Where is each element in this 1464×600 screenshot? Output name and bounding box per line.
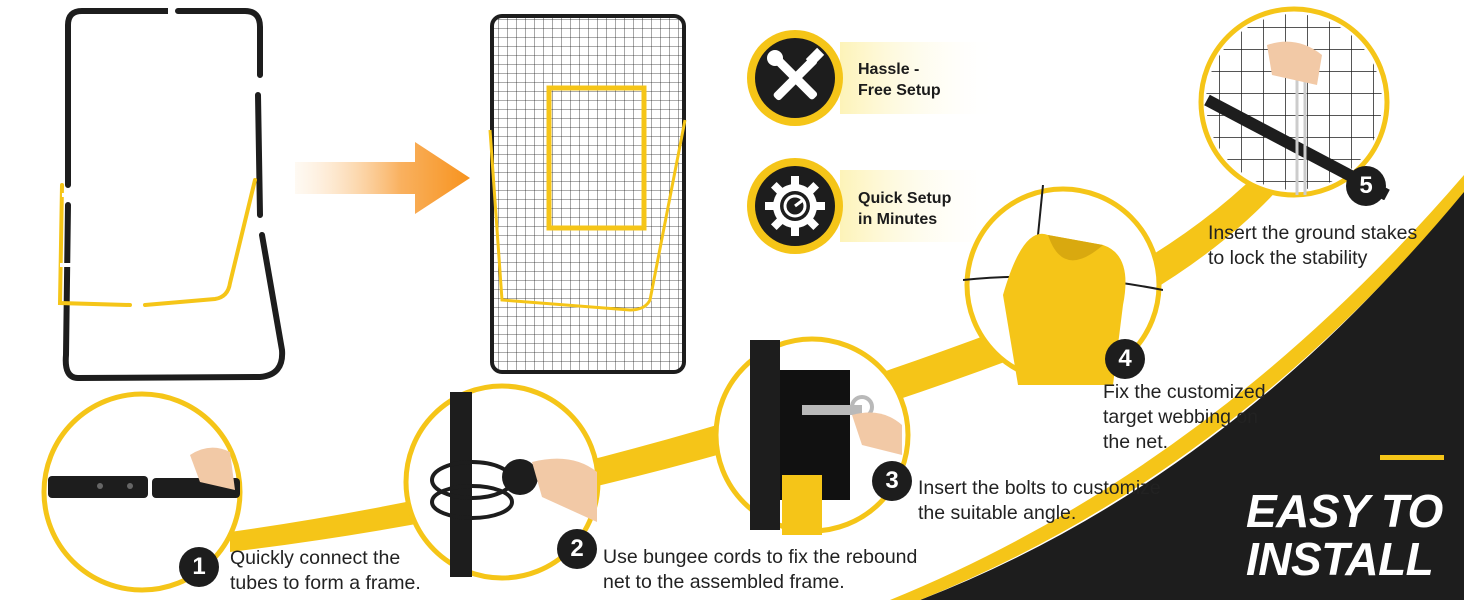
feature-line: Quick Setup bbox=[858, 190, 952, 207]
step-line: to lock the stability bbox=[1208, 247, 1368, 269]
tools-icon bbox=[747, 30, 843, 126]
detail-target-webbing bbox=[963, 185, 1163, 385]
headline: EASY TO INSTALL bbox=[1246, 487, 1443, 583]
step-badge: 5 bbox=[1346, 166, 1386, 206]
detail-bungee-cords bbox=[403, 383, 601, 581]
headline-accent-bar bbox=[1380, 455, 1444, 460]
step-line: target webbing on bbox=[1103, 406, 1259, 428]
step-badge: 2 bbox=[557, 529, 597, 569]
feature-label-quick-setup: Quick Setup in Minutes bbox=[858, 188, 998, 230]
step-line: Insert the bolts to customize bbox=[918, 477, 1161, 499]
step-badge: 3 bbox=[872, 461, 912, 501]
step-line: Fix the customized bbox=[1103, 381, 1266, 403]
feature-line: Hassle - bbox=[858, 61, 920, 78]
disassembled-frame-illustration bbox=[57, 5, 286, 382]
step-text-stakes: Insert the ground stakes to lock the sta… bbox=[1208, 221, 1417, 271]
step-line: Use bungee cords to fix the rebound bbox=[603, 546, 918, 568]
assembled-rebounder-illustration bbox=[488, 14, 687, 374]
step-text-bungee: Use bungee cords to fix the rebound net … bbox=[603, 545, 917, 595]
step-text-webbing: Fix the customized target webbing on the… bbox=[1103, 380, 1266, 455]
step-badge: 1 bbox=[179, 547, 219, 587]
dark-corner-panel bbox=[920, 190, 1464, 600]
step-badge: 4 bbox=[1105, 339, 1145, 379]
feature-line: in Minutes bbox=[858, 211, 938, 228]
step-line: net to the assembled frame. bbox=[603, 571, 845, 593]
step-text-connect: Quickly connect the tubes to form a fram… bbox=[230, 546, 421, 596]
step-line: the net. bbox=[1103, 431, 1169, 453]
step-line: the suitable angle. bbox=[918, 502, 1077, 524]
headline-line: EASY TO bbox=[1246, 485, 1443, 537]
arrow-icon bbox=[295, 142, 470, 214]
step-line: tubes to form a frame. bbox=[230, 572, 421, 594]
feature-line: Free Setup bbox=[858, 82, 941, 99]
headline-line: INSTALL bbox=[1246, 533, 1434, 585]
feature-hassle-free bbox=[745, 28, 845, 133]
gear-gauge-icon bbox=[747, 158, 843, 254]
step-text-bolts: Insert the bolts to customize the suitab… bbox=[918, 476, 1161, 526]
detail-connect-tubes bbox=[41, 391, 243, 593]
detail-insert-bolts bbox=[713, 336, 911, 535]
feature-quick-setup bbox=[745, 156, 845, 261]
detail-ground-stakes bbox=[1198, 6, 1390, 200]
step-line: Insert the ground stakes bbox=[1208, 222, 1418, 244]
step-line: Quickly connect the bbox=[230, 547, 401, 569]
feature-label-hassle-free: Hassle - Free Setup bbox=[858, 59, 998, 101]
